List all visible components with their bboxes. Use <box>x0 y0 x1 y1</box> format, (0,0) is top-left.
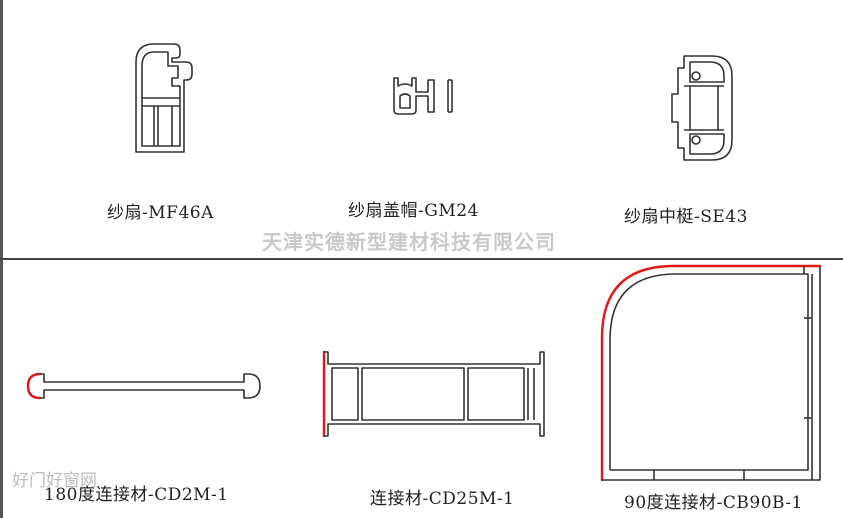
profile-caption-se43: 纱扇中梃-SE43 <box>624 207 748 227</box>
profile-caption-gm24: 纱扇盖帽-GM24 <box>348 201 479 221</box>
profile-drawing-cb90b-1 <box>600 264 822 482</box>
profile-drawing-gm24 <box>393 77 453 115</box>
profile-caption-mf46a: 纱扇-MF46A <box>107 203 214 223</box>
profile-caption-cd2m-1: 180度连接材-CD2M-1 <box>44 485 229 505</box>
profile-drawing-mf46a <box>135 43 193 153</box>
profile-caption-cb90b-1: 90度连接材-CB90B-1 <box>624 493 803 513</box>
company-watermark: 天津实德新型建材科技有限公司 <box>262 230 556 254</box>
profile-drawing-se43 <box>671 55 733 161</box>
profile-drawing-cd2m-1 <box>26 372 261 400</box>
section-divider <box>0 258 843 260</box>
profile-drawing-cd25m-1 <box>322 350 545 438</box>
profile-caption-cd25m-1: 连接材-CD25M-1 <box>370 489 515 509</box>
site-watermark: 好门好窗网 <box>12 471 97 491</box>
